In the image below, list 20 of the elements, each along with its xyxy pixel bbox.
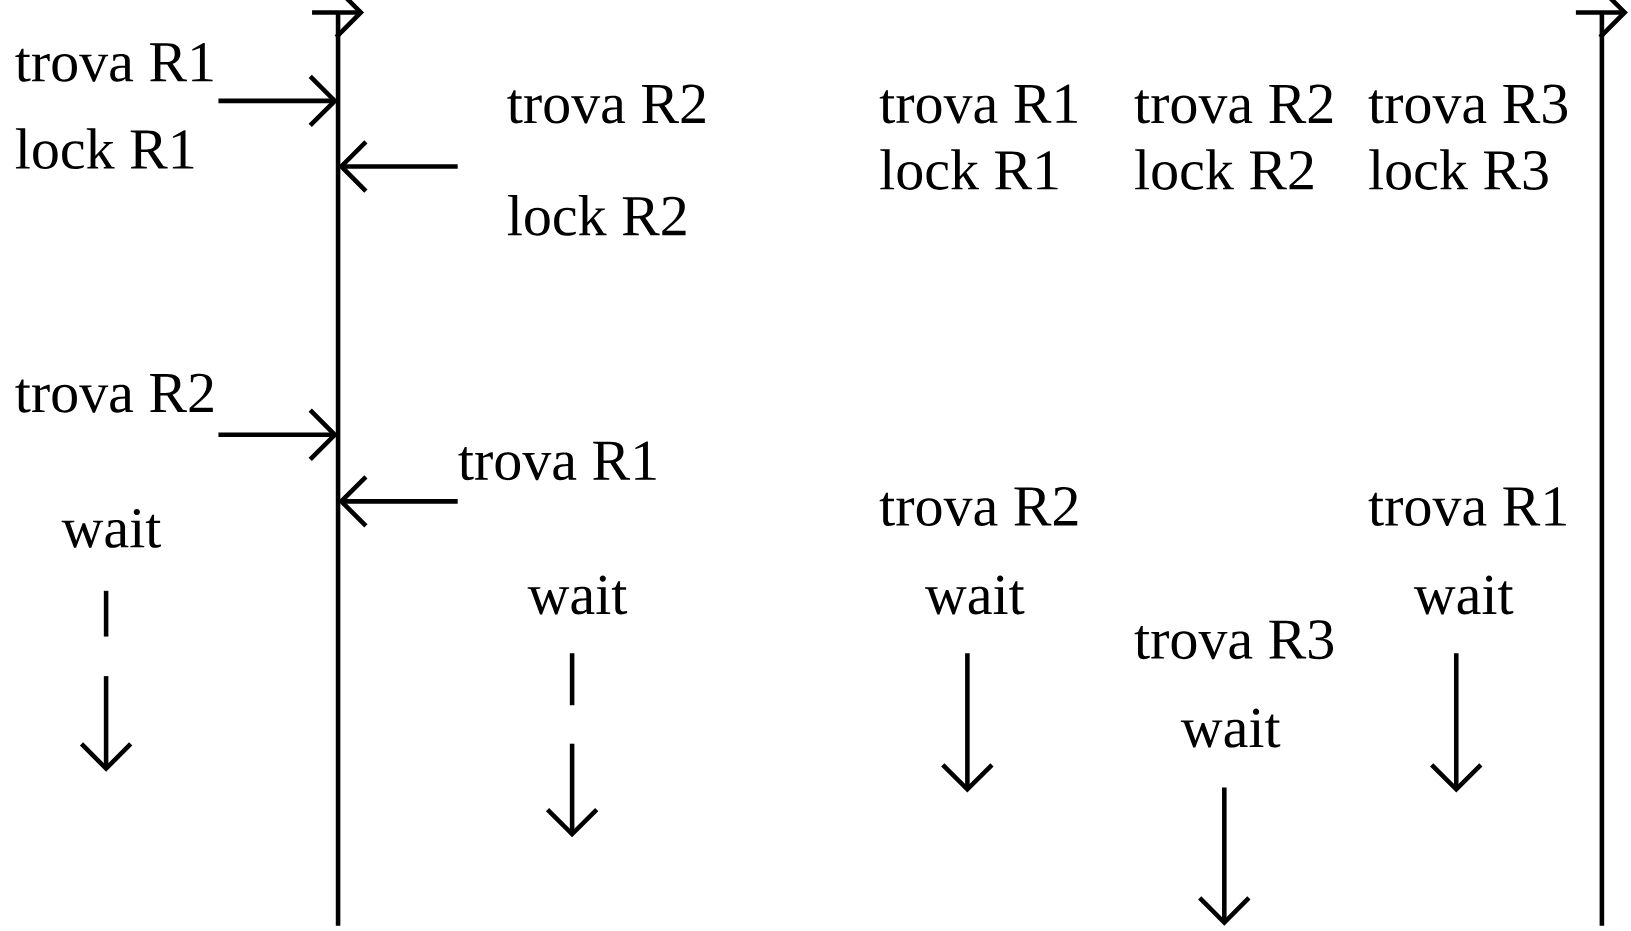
label: trova R1 bbox=[458, 441, 656, 481]
label: trova R3 bbox=[1134, 620, 1333, 660]
label: lock R2 bbox=[1135, 149, 1313, 190]
label: lock R1 bbox=[15, 128, 194, 170]
label: wait bbox=[925, 575, 1025, 615]
label: trova R2 bbox=[507, 84, 705, 124]
label: trova R1 bbox=[879, 84, 1077, 124]
label: wait bbox=[1413, 575, 1514, 615]
label: trova R3 bbox=[1368, 84, 1568, 124]
label: trova R1 bbox=[15, 43, 213, 82]
label: wait bbox=[1180, 708, 1281, 748]
label: trova R1 bbox=[1368, 487, 1566, 526]
label: wait bbox=[527, 575, 628, 615]
label: wait bbox=[61, 508, 162, 548]
label: lock R1 bbox=[880, 149, 1058, 190]
label: trova R2 bbox=[1134, 84, 1333, 124]
label: trova R2 bbox=[879, 487, 1078, 527]
label: trova R2 bbox=[15, 373, 213, 413]
label: lock R2 bbox=[507, 194, 686, 236]
label: lock R3 bbox=[1369, 149, 1548, 190]
